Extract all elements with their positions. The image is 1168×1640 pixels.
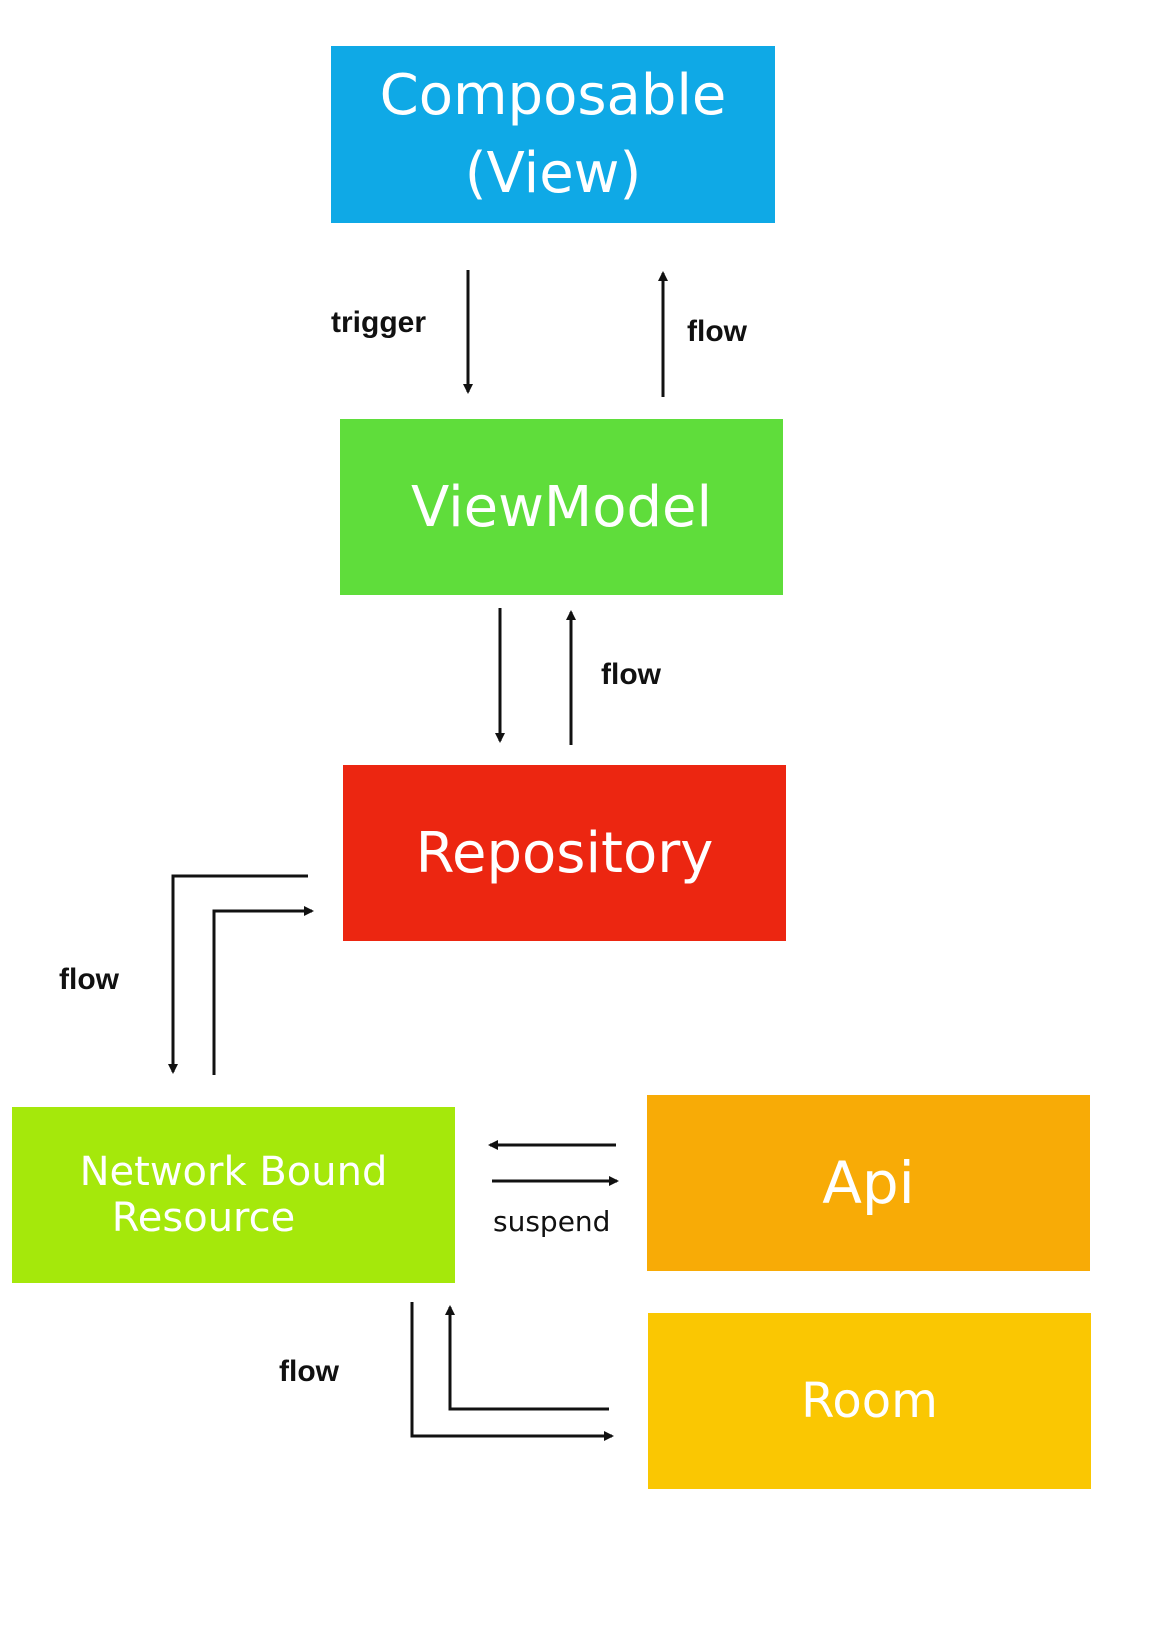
repository-node: Repository [343, 765, 786, 941]
arrow-room-to-nbr [445, 1305, 609, 1411]
viewmodel-label: ViewModel [410, 474, 713, 540]
composable-view-node: Composable (View) [331, 46, 775, 223]
composable-view-subtitle: (View) [464, 140, 642, 206]
edge-label-room-nbr-flow: flow [279, 1355, 339, 1388]
edge-label-nbr-repo-flow: flow [59, 963, 119, 996]
arrow-nbr-to-repo [212, 906, 314, 1075]
nbr-label-line1: Network Bound [79, 1149, 388, 1195]
edge-label-vm-to-view-flow: flow [687, 315, 747, 348]
room-label: Room [801, 1373, 938, 1429]
edge-label-trigger: trigger [331, 306, 427, 339]
api-label: Api [822, 1149, 915, 1217]
viewmodel-node: ViewModel [340, 419, 783, 595]
arrow-nbr-to-room [410, 1302, 614, 1441]
repository-label: Repository [415, 820, 714, 886]
network-bound-resource-node: Network Bound Resource [12, 1107, 455, 1283]
nbr-label-line2: Resource [111, 1195, 296, 1241]
composable-view-title: Composable [379, 62, 727, 128]
arrow-repo-to-nbr [168, 874, 308, 1074]
api-node: Api [647, 1095, 1090, 1271]
edge-label-repo-to-vm-flow: flow [601, 658, 661, 691]
edge-label-suspend: suspend [493, 1205, 611, 1238]
room-node: Room [648, 1313, 1091, 1489]
